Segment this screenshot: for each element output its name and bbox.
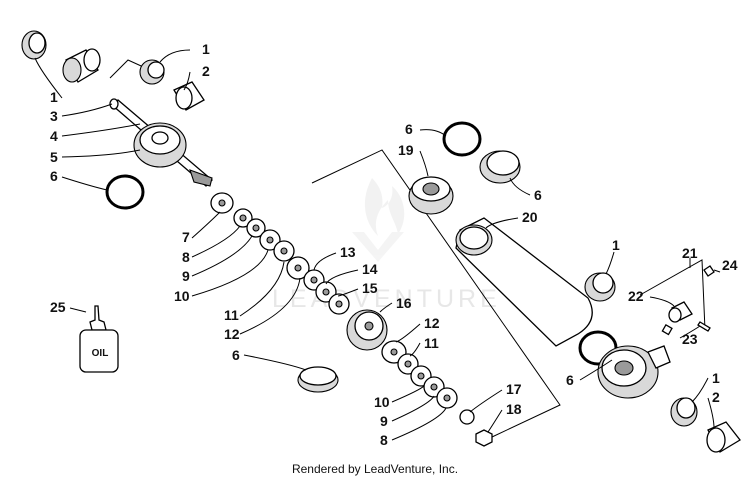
o-ring-part-6 <box>105 174 145 210</box>
callout-23: 23 <box>682 331 698 347</box>
cap-part-24 <box>703 265 715 277</box>
cap-part-19 <box>408 176 454 215</box>
oil-label: OIL <box>92 348 109 359</box>
callout-25: 25 <box>50 299 66 315</box>
callout-1: 1 <box>202 41 210 57</box>
callout-2: 2 <box>712 389 720 405</box>
callout-16: 16 <box>396 295 412 311</box>
callout-6: 6 <box>50 168 58 184</box>
band-part-6-lower <box>297 366 339 393</box>
bushing-part-1 <box>21 30 47 60</box>
assembly-bracket <box>311 149 561 438</box>
damper-body-part-5 <box>133 122 187 168</box>
lower-washer-stack <box>381 340 493 447</box>
callout-1: 1 <box>50 89 58 105</box>
right-bracket <box>639 259 706 331</box>
callout-17: 17 <box>506 381 522 397</box>
callout-labels: 1 2 1 3 4 5 6 7 8 9 10 11 12 13 14 15 16… <box>50 41 738 448</box>
callout-6: 6 <box>232 347 240 363</box>
callout-11: 11 <box>224 307 239 323</box>
callout-5: 5 <box>50 149 58 165</box>
washer-stack <box>210 192 350 315</box>
callout-3: 3 <box>50 108 58 124</box>
callout-4: 4 <box>50 128 58 144</box>
leader-lines <box>34 49 721 441</box>
o-ring-part-6-top <box>442 121 482 157</box>
valve-part-22 <box>661 301 693 336</box>
cylinder-part-20 <box>455 217 593 347</box>
oil-bottle-part-25: OIL <box>79 305 119 373</box>
callout-11: 11 <box>424 335 439 351</box>
callout-19: 19 <box>398 142 414 158</box>
callout-20: 20 <box>522 209 538 225</box>
sleeve-part-1 <box>62 48 101 83</box>
sleeve-part-2 <box>173 81 205 111</box>
callout-15: 15 <box>362 280 378 296</box>
callout-7: 7 <box>182 229 190 245</box>
callout-2: 2 <box>202 63 210 79</box>
spacer-part-1-lower <box>670 397 698 427</box>
end-cap-body <box>597 345 671 399</box>
callout-21: 21 <box>682 245 698 261</box>
callout-10: 10 <box>174 288 190 304</box>
piston-part-16 <box>346 309 388 351</box>
callout-22: 22 <box>628 288 644 304</box>
callout-24: 24 <box>722 257 738 273</box>
callout-6: 6 <box>405 121 413 137</box>
callout-10: 10 <box>374 394 390 410</box>
callout-9: 9 <box>182 268 190 284</box>
bushing-part-1-right <box>584 272 616 302</box>
spacer-part-1 <box>139 59 165 85</box>
callout-8: 8 <box>380 432 388 448</box>
callout-12: 12 <box>424 315 440 331</box>
callout-18: 18 <box>506 401 522 417</box>
watermark-text: LEADVENTURE <box>272 285 501 313</box>
render-credit: Rendered by LeadVenture, Inc. <box>291 462 459 476</box>
callout-8: 8 <box>182 249 190 265</box>
callout-6: 6 <box>566 372 574 388</box>
pin-part-23 <box>697 321 711 332</box>
callout-13: 13 <box>340 244 356 260</box>
band-part-6-right <box>479 150 521 184</box>
callout-12: 12 <box>224 326 240 342</box>
callout-1: 1 <box>612 237 620 253</box>
sleeve-part-2-lower <box>706 421 741 453</box>
callout-9: 9 <box>380 413 388 429</box>
watermark-logo <box>352 178 405 262</box>
callout-1: 1 <box>712 370 720 386</box>
callout-14: 14 <box>362 261 378 277</box>
callout-6: 6 <box>534 187 542 203</box>
